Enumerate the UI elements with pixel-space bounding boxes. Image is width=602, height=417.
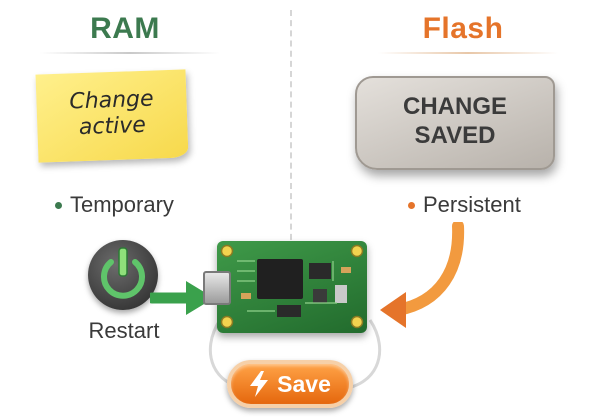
sticky-note-text: Change active (68, 86, 154, 141)
flash-heading: Flash (422, 12, 504, 45)
power-button-icon[interactable] (88, 240, 158, 310)
flash-heading-rule (378, 52, 558, 54)
save-button[interactable]: Save (227, 360, 353, 408)
lightning-bolt-icon (250, 371, 269, 397)
save-button-label: Save (277, 370, 331, 397)
restart-arrow-icon (150, 281, 214, 315)
center-divider (290, 10, 292, 250)
board-components (220, 244, 364, 329)
stone-tablet-text: CHANGE SAVED (402, 93, 507, 149)
stone-tablet: CHANGE SAVED (355, 76, 555, 170)
ram-heading: RAM (90, 12, 160, 45)
bullet-dot (408, 201, 415, 209)
usb-port (203, 271, 231, 305)
ram-bullet-text: Temporary (70, 192, 174, 217)
flash-bullet-text: Persistent (423, 192, 521, 217)
flash-bullet: Persistent (408, 192, 521, 218)
bullet-dot (55, 201, 62, 209)
persist-arrow-icon (380, 222, 465, 328)
power-symbol (101, 247, 145, 299)
ram-heading-rule (40, 52, 220, 54)
circuit-board-icon (203, 241, 367, 333)
restart-label: Restart (88, 318, 160, 343)
ram-bullet: Temporary (55, 192, 174, 218)
sticky-note: Change active (35, 69, 189, 163)
